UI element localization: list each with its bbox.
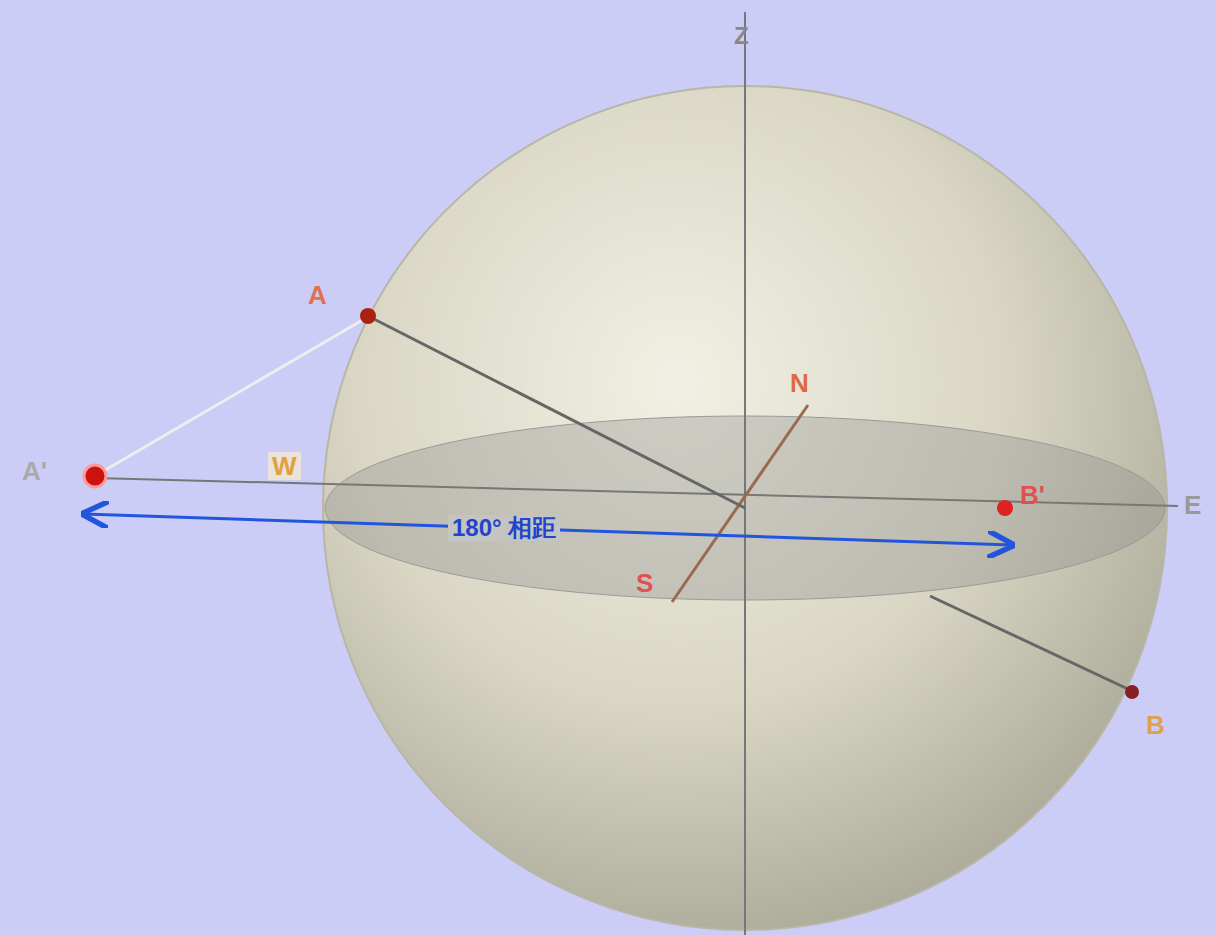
point-label: W: [268, 452, 301, 480]
point-label: N: [790, 370, 809, 396]
point-label: B': [1020, 482, 1045, 508]
distance-label: 180° 相距: [448, 515, 560, 541]
point-dot: [84, 465, 106, 487]
point-dot: [360, 308, 376, 324]
point-label: A: [308, 282, 327, 308]
point-label: S: [636, 570, 653, 596]
point-dot: [997, 500, 1013, 516]
point-label: A': [22, 458, 47, 484]
west-east-line: [95, 478, 1178, 506]
point-label: B: [1146, 712, 1165, 738]
north-south-line: [672, 405, 808, 602]
zenith-axis: [744, 12, 746, 935]
point-label: E: [1184, 492, 1201, 518]
axis-a: [368, 316, 745, 508]
projection-line: [95, 318, 366, 476]
point-label: Z: [734, 24, 749, 48]
point-dot: [1125, 685, 1139, 699]
distance-arrow: [84, 514, 1012, 545]
axis-b: [930, 596, 1130, 690]
